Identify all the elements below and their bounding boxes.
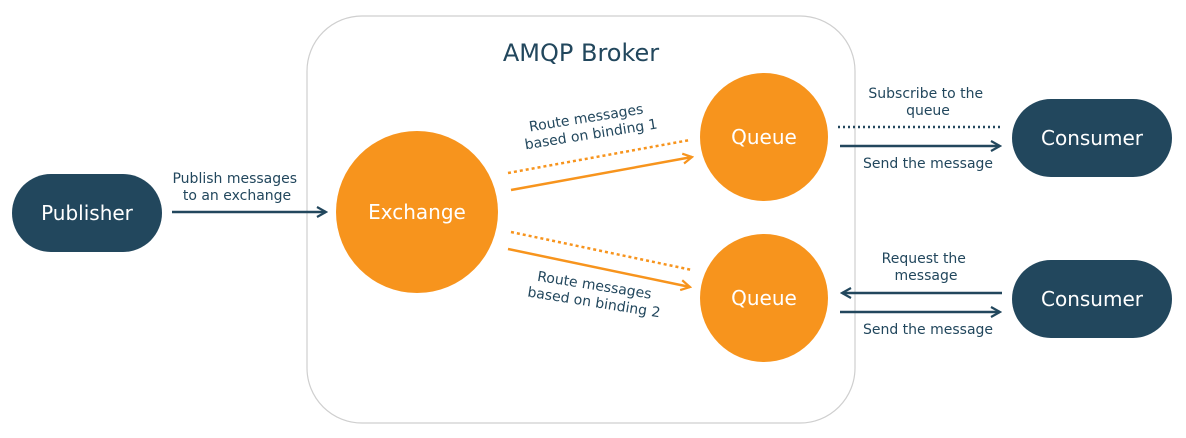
consumer-node-1[interactable] [1012,99,1172,177]
route2-arrow [507,247,690,287]
subscribe-label: Subscribe to the queue [868,86,987,119]
route1-dotted-line [507,138,691,175]
consumer-label-2: Consumer [1041,287,1144,311]
exchange-node[interactable] [336,131,498,293]
send-label-1: Send the message [863,156,993,172]
request-label: Request the message [882,251,971,284]
queue-node-1[interactable] [700,73,828,201]
queue-label-2: Queue [731,286,797,310]
exchange-label: Exchange [368,200,466,224]
publisher-label: Publisher [41,201,134,225]
consumer-label-1: Consumer [1041,126,1144,150]
broker-title: AMQP Broker [503,39,659,67]
publish-label: Publish messages to an exchange [172,171,301,204]
route1-arrow [510,157,692,192]
route2-dotted-line [510,230,693,272]
consumer-node-2[interactable] [1012,260,1172,338]
queue-label-1: Queue [731,125,797,149]
queue-node-2[interactable] [700,234,828,362]
publisher-node[interactable] [12,174,162,252]
send-label-2: Send the message [863,322,993,338]
